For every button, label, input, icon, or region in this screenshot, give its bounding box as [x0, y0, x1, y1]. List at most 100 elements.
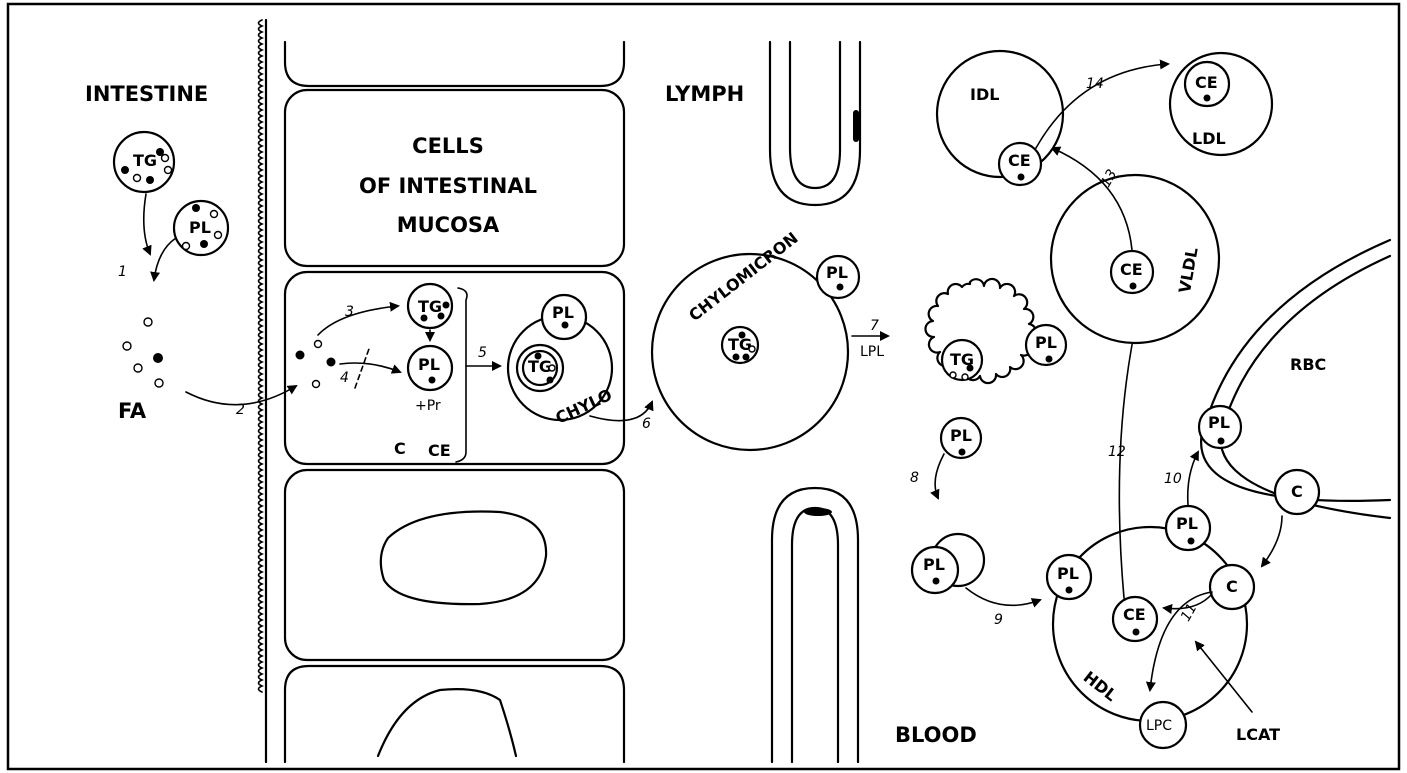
arrow-8: [935, 454, 944, 498]
intestine-label: INTESTINE: [85, 82, 208, 106]
fa-circle: [134, 364, 142, 372]
lymph-vessel-inner: [790, 42, 840, 188]
fa-circle: [183, 243, 190, 250]
fa-circle: [215, 232, 222, 239]
cell-nucleus-1: [381, 512, 546, 605]
pl-label-cell: PL: [418, 355, 440, 374]
fa-dot: [438, 313, 445, 320]
hdl-lpc-label: LPC: [1146, 718, 1172, 734]
chylomicron-pl-label: PL: [826, 263, 848, 282]
arrow-3: [318, 306, 398, 335]
fa-dot: [733, 354, 740, 361]
fa-dot: [1218, 438, 1225, 445]
tg-label-intestine: TG: [133, 151, 157, 170]
cholesterol-label-cell: C: [394, 439, 406, 458]
step-3: 3: [345, 304, 354, 320]
fa-dot: [959, 449, 966, 456]
cell-box-3: [285, 470, 624, 660]
fa-label: FA: [118, 399, 147, 423]
remnant-pl-bottom-label: PL: [950, 426, 972, 445]
cells-label-line2: OF INTESTINAL: [359, 174, 537, 198]
step-5: 5: [478, 345, 487, 361]
step-4: 4: [340, 370, 349, 386]
remnant-pl-right-label: PL: [1035, 333, 1057, 352]
lymph-vessel-outer: [770, 42, 860, 205]
fa-dot: [192, 204, 200, 212]
fa-circle: [134, 175, 141, 182]
fa-dot: [1066, 587, 1073, 594]
fa-circle: [211, 211, 218, 218]
step-6: 6: [642, 416, 651, 432]
fa-dot: [421, 315, 428, 322]
fa-circle: [144, 318, 152, 326]
fa-dot: [200, 240, 208, 248]
fa-dot: [739, 332, 746, 339]
fa-dot: [547, 377, 554, 384]
fa-circle: [123, 342, 131, 350]
ldl-label: LDL: [1192, 129, 1226, 148]
fa-circle: [315, 341, 322, 348]
protein-label: +Pr: [415, 398, 441, 414]
arrow-10: [1188, 452, 1198, 505]
fa-dot: [743, 354, 750, 361]
fa-dot: [535, 353, 542, 360]
lymph-vessel-nucleus: [853, 110, 859, 142]
fa-dot: [443, 302, 450, 309]
chylo-pl-label-cell: PL: [552, 303, 574, 322]
brush-border: [259, 20, 263, 692]
fa-dot: [967, 365, 974, 372]
blood-vessel-outer: [772, 488, 858, 762]
cell-nucleus-2: [378, 689, 516, 756]
cell-top-stub: [285, 42, 624, 86]
hdl-cholesterol-label: C: [1226, 577, 1238, 596]
fa-dot: [296, 351, 305, 360]
fa-dot: [153, 353, 163, 363]
fa-circle: [950, 372, 956, 378]
blood-vessel-inner: [792, 508, 838, 762]
step-14: 14: [1086, 76, 1104, 92]
fa-circle: [162, 155, 169, 162]
fa-dot: [1188, 538, 1195, 545]
ce-label-cell: CE: [428, 441, 451, 460]
idl-label: IDL: [970, 85, 999, 104]
rbc-pl-label: PL: [1208, 413, 1230, 432]
fa-dot: [933, 578, 940, 585]
step-2: 2: [236, 402, 245, 418]
fa-circle: [962, 374, 968, 380]
ldl-ce-label: CE: [1195, 73, 1218, 92]
step-8: 8: [910, 470, 919, 486]
fa-circle: [155, 379, 163, 387]
arrow-4: [340, 363, 400, 372]
lcat-label: LCAT: [1236, 725, 1280, 744]
released-pl-label: PL: [923, 555, 945, 574]
fa-dot: [1204, 95, 1211, 102]
fa-dot: [327, 358, 336, 367]
hdl-pl-top-label: PL: [1176, 514, 1198, 533]
fa-dot: [146, 176, 154, 184]
cells-label-line3: MUCOSA: [397, 213, 500, 237]
arrow-rbc-to-hdl: [1262, 516, 1282, 566]
fa-dot: [429, 377, 436, 384]
cell-bracket: [456, 288, 467, 462]
pl-label-intestine: PL: [189, 218, 211, 237]
arrow-1a: [144, 194, 150, 254]
fa-dot: [1133, 629, 1140, 636]
fa-dot: [562, 322, 569, 329]
lymph-label: LYMPH: [665, 82, 744, 106]
vldl-ce-label: CE: [1120, 260, 1143, 279]
fa-dot: [837, 284, 844, 291]
fa-circle: [549, 365, 555, 371]
hdl-ce-label: CE: [1123, 605, 1146, 624]
fa-dot: [121, 166, 129, 174]
step-9: 9: [994, 612, 1003, 628]
step-7: 7: [870, 318, 879, 334]
cell-box-4: [285, 666, 624, 762]
step-1: 1: [118, 264, 127, 280]
rbc-label: RBC: [1290, 355, 1326, 374]
blood-vessel-nucleus: [804, 508, 832, 516]
step-10: 10: [1164, 471, 1182, 487]
rbc-cholesterol-label: C: [1291, 482, 1303, 501]
blood-label: BLOOD: [895, 723, 977, 747]
